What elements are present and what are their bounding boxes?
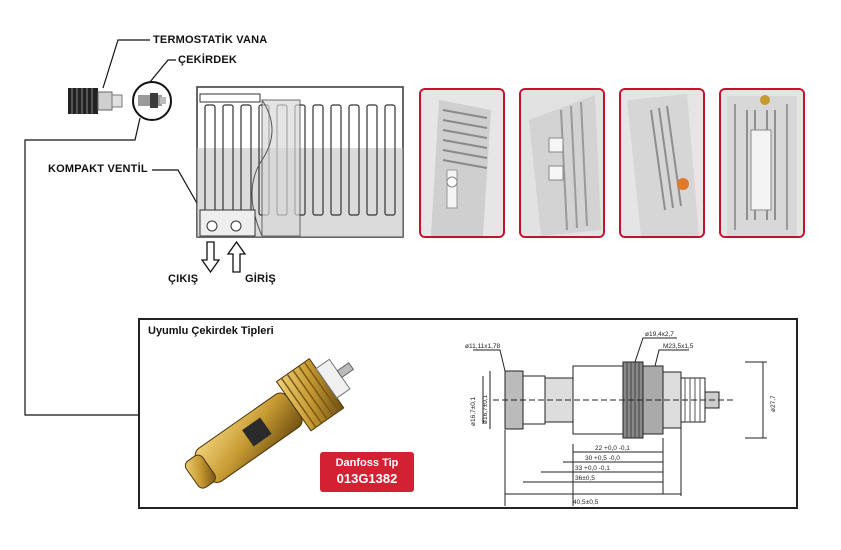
inlet-arrow-icon (226, 240, 247, 273)
dim-d2: ø19,4x2,7 (645, 331, 674, 338)
dim-d1: ø11,11x1,78 (465, 343, 501, 350)
dim-len3: 33 +0,0 -0,1 (575, 465, 610, 472)
inlet-label: GİRİŞ (245, 273, 276, 285)
radiator-photo-3-image (621, 90, 703, 236)
dim-d5: ø16,7±0,1 (482, 394, 489, 424)
dim-d4: ø16,7±0,1 (470, 396, 477, 426)
thermostatic-valve-icon (68, 88, 123, 114)
radiator-photo-2-image (521, 90, 603, 236)
danfoss-type-badge: Danfoss Tip 013G1382 (320, 452, 414, 492)
badge-line-2: 013G1382 (336, 471, 398, 486)
outlet-arrow-icon (200, 241, 221, 274)
dim-len5: 40,5±0,5 (573, 499, 599, 506)
radiator-fin (366, 104, 378, 216)
radiator-photo-1-image (421, 90, 503, 236)
radiator-fin (348, 104, 360, 216)
radiator-photo-1 (419, 88, 505, 238)
dim-len4: 36±0,5 (575, 475, 595, 482)
dim-len1: 22 +0,0 -0,1 (595, 445, 630, 452)
compact-valve-label: KOMPAKT VENTİL (48, 163, 148, 175)
dim-d3: M23,5x1,5 (663, 343, 694, 350)
technical-drawing: ø11,11x1,78 ø19,4x2,7 M23,5x1,5 ø16,7±0,… (465, 331, 777, 506)
dim-len2: 30 +0,5 -0,0 (585, 455, 620, 462)
badge-line-1: Danfoss Tip (335, 457, 399, 469)
radiator-photo-2 (519, 88, 605, 238)
radiator-fin (330, 104, 342, 216)
panel-title: Uyumlu Çekirdek Tipleri (148, 325, 274, 337)
radiator-schematic (196, 86, 404, 238)
valve-core-image (184, 357, 355, 489)
core-label: ÇEKİRDEK (178, 54, 238, 66)
radiator-photo-4 (719, 88, 805, 238)
outlet-label: ÇIKIŞ (168, 273, 199, 285)
thermostatic-valve-label: TERMOSTATİK VANA (153, 34, 268, 46)
core-magnified-icon (132, 81, 172, 121)
radiator-fin (384, 104, 396, 216)
dim-d6: ø27,7 (770, 395, 777, 412)
compatible-core-panel: Uyumlu Çekirdek Tipleri Danfoss Tip 013G… (138, 318, 798, 509)
radiator-photo-3 (619, 88, 705, 238)
radiator-fin (312, 104, 324, 216)
radiator-photo-4-image (721, 90, 803, 236)
